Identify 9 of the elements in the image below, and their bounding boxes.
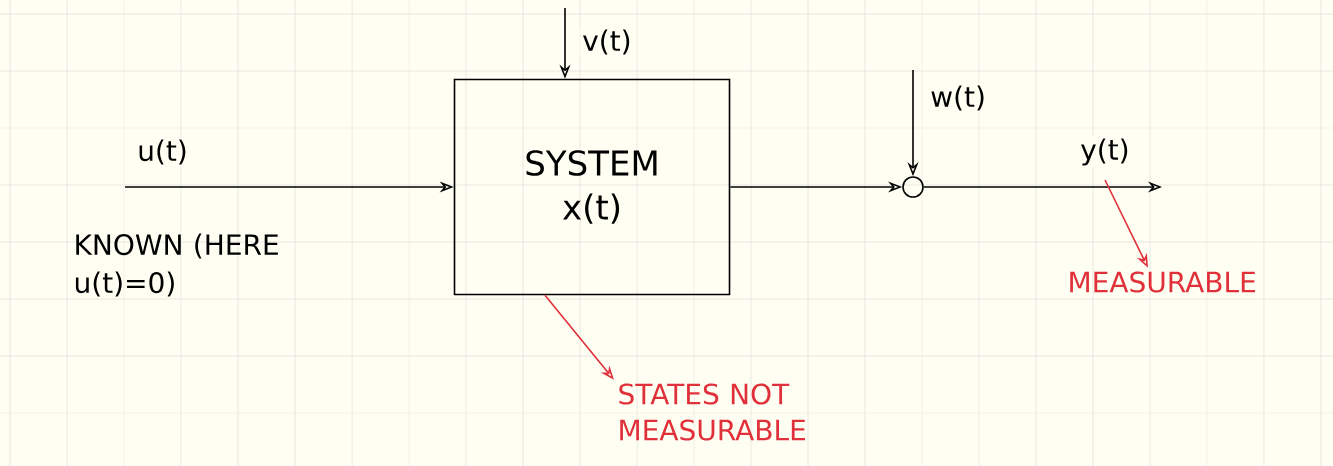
annotation-text: STATES NOT MEASURABLE: [619, 383, 805, 441]
edge-label: v(t): [580, 27, 634, 57]
annotation-text: MEASURABLE: [1070, 271, 1255, 293]
edge-label: y(t): [1078, 136, 1132, 168]
system-box: SYSTEM x(t): [453, 78, 731, 296]
edge-label: w(t): [928, 83, 988, 113]
summing-junction: [902, 176, 924, 198]
edge-label: u(t): [135, 137, 190, 167]
note-text: KNOWN (HERE u(t)=0): [75, 233, 278, 297]
